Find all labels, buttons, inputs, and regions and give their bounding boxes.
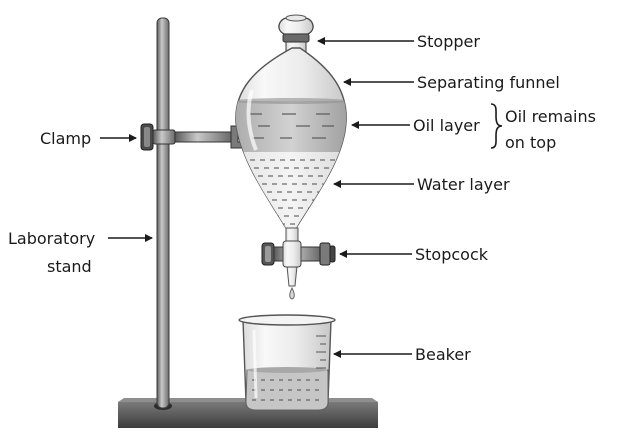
stopcock <box>261 240 336 268</box>
label-oil-remains-line2: on top <box>505 133 556 152</box>
beaker <box>238 314 336 411</box>
label-laboratory-stand-line2: stand <box>47 257 92 276</box>
label-stopper: Stopper <box>417 32 480 51</box>
stand-rod <box>156 17 170 409</box>
label-stopcock: Stopcock <box>415 245 489 264</box>
label-separating-funnel: Separating funnel <box>417 73 560 92</box>
label-clamp: Clamp <box>40 129 91 148</box>
label-oil-remains-line1: Oil remains <box>505 107 596 126</box>
label-beaker: Beaker <box>415 345 471 364</box>
oil-remains-brace <box>490 103 503 149</box>
label-water-layer: Water layer <box>417 175 510 194</box>
leader-lines <box>100 37 414 358</box>
label-oil-layer: Oil layer <box>413 116 480 135</box>
stopper <box>278 14 314 43</box>
label-laboratory-stand-line1: Laboratory <box>8 229 95 248</box>
